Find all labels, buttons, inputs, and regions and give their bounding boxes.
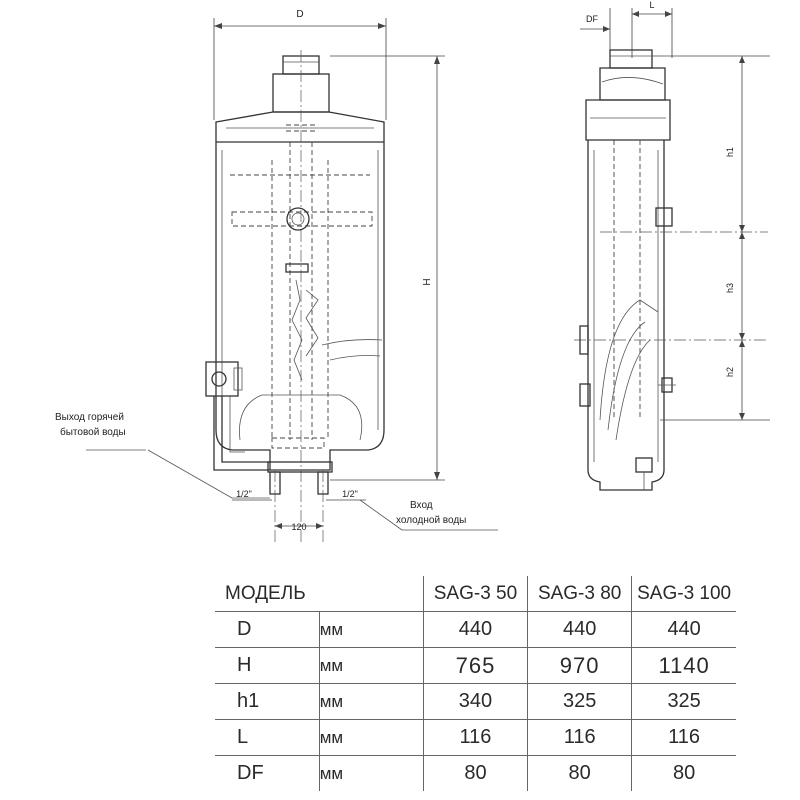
row-value: 325 — [527, 683, 633, 720]
row-value: 325 — [631, 683, 736, 720]
row-value: 116 — [631, 719, 736, 756]
row-value: 116 — [527, 719, 633, 756]
row-value: 970 — [527, 647, 633, 684]
cold-water-label-line1: Вход — [410, 500, 433, 511]
table-row: DF мм 80 80 80 — [215, 755, 736, 791]
dim-h3-label: h3 — [725, 283, 735, 293]
row-param: h1 — [215, 683, 320, 720]
spec-table: МОДЕЛЬ SAG-3 50 SAG-3 80 SAG-3 100 D мм … — [215, 576, 736, 791]
hot-water-label-line2: бытовой воды — [60, 426, 126, 438]
row-value: 440 — [631, 611, 736, 648]
row-value: 440 — [422, 611, 529, 648]
cold-water-label-line2: холодной воды — [396, 515, 466, 526]
dim-h1-label: h1 — [725, 147, 735, 157]
row-value: 440 — [527, 611, 633, 648]
row-unit: мм — [318, 647, 424, 684]
pipe-left-label: 1/2" — [236, 489, 252, 499]
row-unit: мм — [318, 755, 424, 791]
row-param: H — [215, 647, 320, 684]
row-param: D — [215, 611, 320, 648]
table-row: h1 мм 340 325 325 — [215, 683, 736, 720]
side-view: DF L — [574, 0, 770, 491]
table-row: D мм 440 440 440 — [215, 611, 736, 648]
row-value: 1140 — [631, 647, 736, 684]
table-row: L мм 116 116 116 — [215, 719, 736, 756]
dim-h2-label: h2 — [725, 367, 735, 377]
row-param: L — [215, 719, 320, 756]
dim-120-label: 120 — [291, 522, 306, 532]
front-view: D — [55, 9, 498, 545]
row-unit: мм — [318, 719, 424, 756]
model-header-cell: МОДЕЛЬ — [215, 576, 424, 612]
row-value: 340 — [422, 683, 529, 720]
model-header-sag3-100: SAG-3 100 — [631, 576, 736, 612]
dim-df-label: DF — [586, 14, 598, 24]
pipe-right-label: 1/2" — [342, 489, 358, 499]
row-value: 80 — [527, 755, 633, 791]
row-unit: мм — [318, 611, 424, 648]
table-header-row: МОДЕЛЬ SAG-3 50 SAG-3 80 SAG-3 100 — [215, 576, 736, 612]
row-value: 116 — [422, 719, 529, 756]
dim-h-label: H — [422, 278, 433, 285]
row-param: DF — [215, 755, 320, 791]
dim-d-label: D — [296, 9, 303, 20]
model-header-sag3-80: SAG-3 80 — [527, 576, 633, 612]
technical-drawing: D — [55, 0, 770, 545]
model-header-sag3-50: SAG-3 50 — [422, 576, 529, 612]
dim-l-label: L — [649, 0, 654, 10]
table-row: H мм 765 970 1140 — [215, 647, 736, 684]
row-unit: мм — [318, 683, 424, 720]
row-value: 80 — [422, 755, 529, 791]
hot-water-label-line1: Выход горячей — [55, 412, 124, 423]
row-value: 765 — [422, 647, 529, 684]
row-value: 80 — [631, 755, 736, 791]
